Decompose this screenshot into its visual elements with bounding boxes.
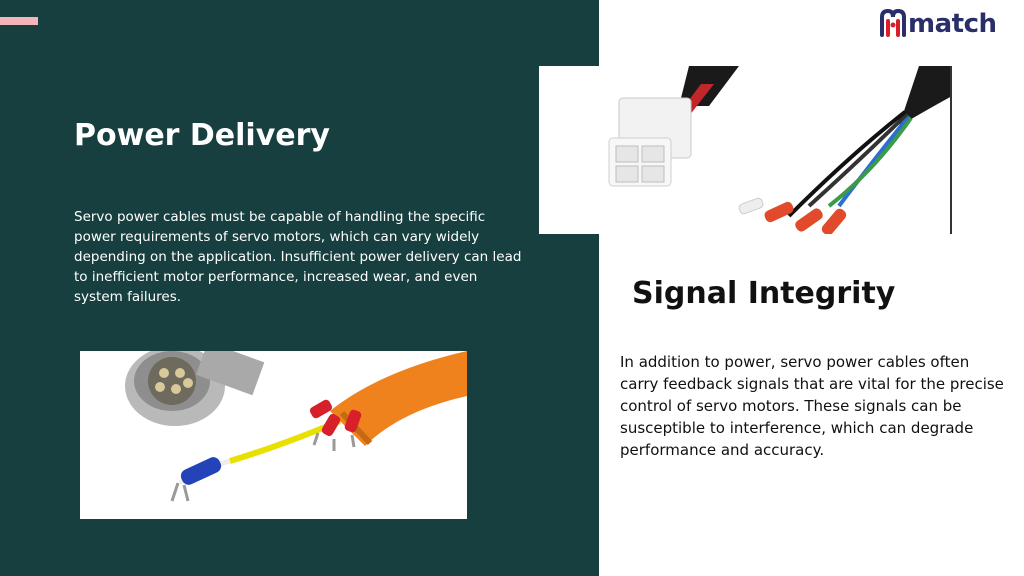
circular-connector-illustration xyxy=(125,351,467,502)
brand-logo-text: match xyxy=(908,9,997,39)
power-delivery-body: Servo power cables must be capable of ha… xyxy=(74,209,522,305)
brand-logo: match xyxy=(876,6,997,42)
power-delivery-title: Power Delivery xyxy=(74,118,330,153)
accent-bar xyxy=(0,17,38,25)
brand-logo-mark-icon xyxy=(880,8,906,37)
connector-cable-illustration xyxy=(608,66,952,234)
connector-cable-photo xyxy=(539,66,952,234)
signal-integrity-body: In addition to power, servo power cables… xyxy=(620,353,1004,459)
signal-integrity-title: Signal Integrity xyxy=(632,276,896,311)
circular-connector-cable-photo xyxy=(80,351,467,519)
